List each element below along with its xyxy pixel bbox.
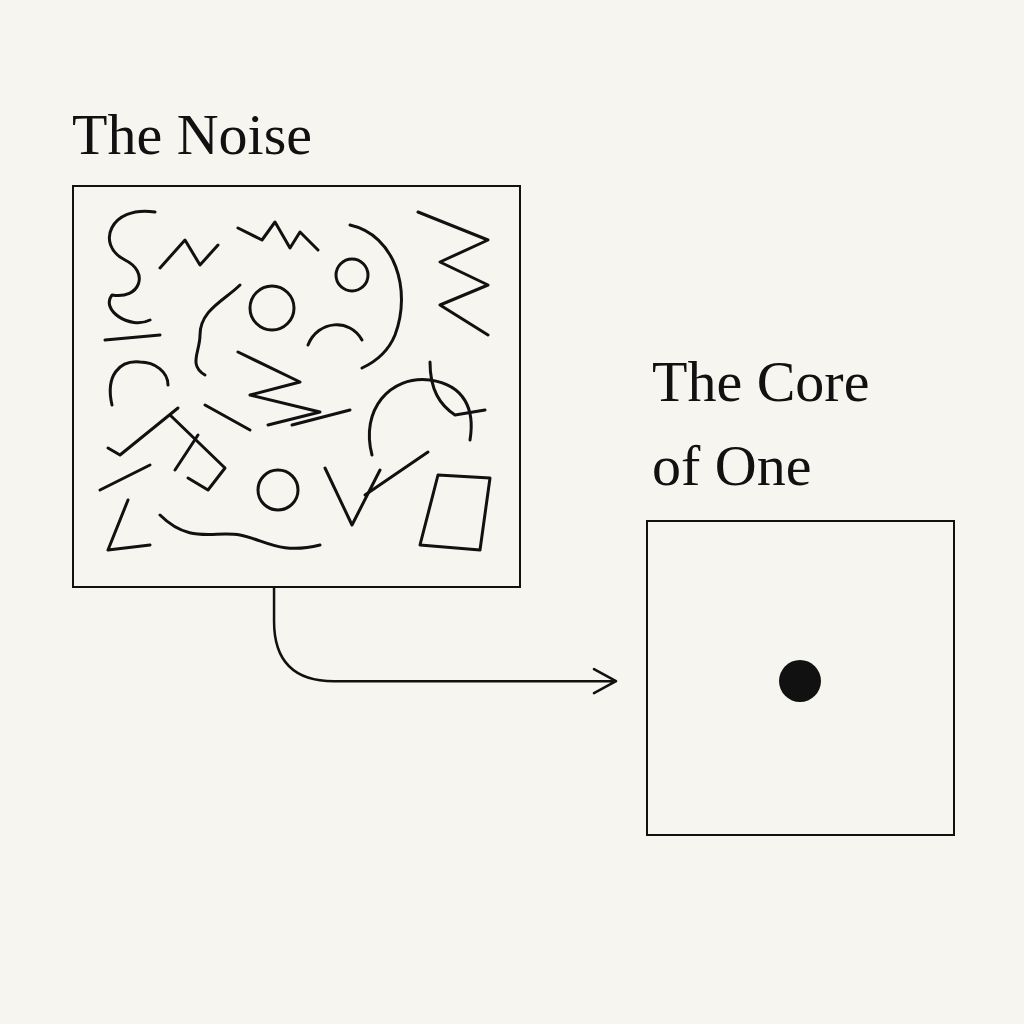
box-frame bbox=[646, 520, 955, 836]
noise-scribbles bbox=[100, 211, 490, 550]
labelled-box: The Core of One bbox=[646, 340, 955, 836]
box-heading: The Noise bbox=[72, 93, 512, 177]
flow-arrow bbox=[274, 588, 616, 693]
labelled-box: The Noise bbox=[72, 93, 521, 588]
box-frame bbox=[72, 185, 521, 588]
box-heading: The Core of One bbox=[652, 340, 917, 508]
core-dot bbox=[779, 660, 821, 702]
connector-path bbox=[274, 588, 616, 693]
